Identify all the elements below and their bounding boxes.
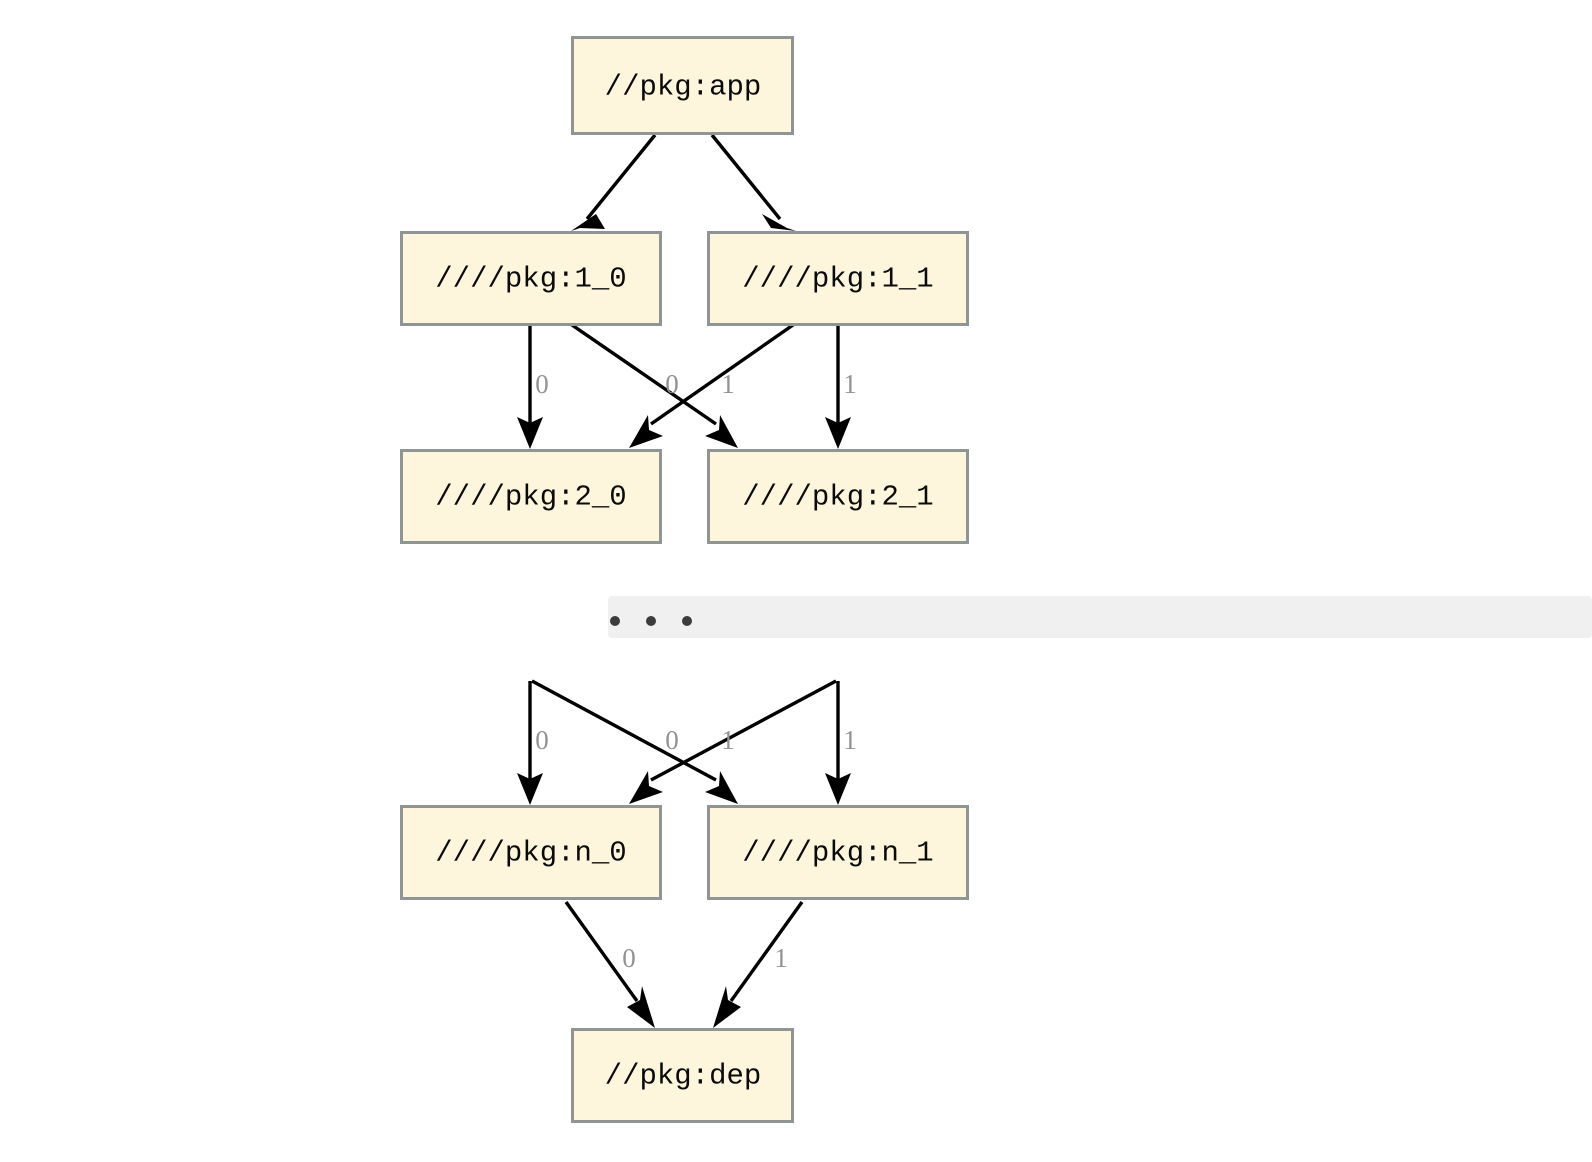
node-app[interactable]: //pkg:app [571, 36, 794, 135]
edge-1_1-to-2_0: 1 [629, 323, 794, 448]
edge-line [531, 679, 717, 782]
edge-line [564, 901, 639, 1002]
node-box[interactable] [707, 805, 969, 900]
node-box[interactable] [571, 1028, 794, 1123]
edge-label: 1 [774, 943, 788, 973]
node-box[interactable] [400, 449, 662, 544]
node-n_0[interactable]: ////pkg:n_0 [400, 805, 662, 900]
edge-label: 1 [721, 725, 735, 755]
edge-1_0-to-2_0: 0 [517, 325, 549, 449]
edge-label: 0 [535, 369, 549, 399]
edge-line [650, 679, 837, 782]
arrowhead-icon [517, 417, 543, 449]
arrowhead-icon [627, 986, 655, 1028]
edge-label: 0 [622, 943, 636, 973]
node-box[interactable] [571, 36, 794, 135]
node-2_0[interactable]: ////pkg:2_0 [400, 449, 662, 544]
edge-line [585, 133, 657, 221]
edge-label: 0 [535, 725, 549, 755]
edge-truncated-to-n_1: 1 [825, 681, 857, 805]
ellipsis-dot-icon [610, 616, 620, 626]
edge-label: 0 [665, 725, 679, 755]
ellipsis-band-bg [608, 596, 1592, 638]
edge-line [650, 323, 794, 426]
node-box[interactable] [400, 231, 662, 326]
edge-truncated-to-n_0: 0 [517, 681, 549, 805]
node-label: ////pkg:2_0 [435, 481, 626, 514]
edge-1_0-to-2_1: 0 [571, 323, 738, 448]
ellipsis-dot-icon [646, 616, 656, 626]
edge-label: 1 [721, 369, 735, 399]
ellipsis-dot-icon [682, 616, 692, 626]
edge-label: 1 [843, 725, 857, 755]
node-box[interactable] [400, 805, 662, 900]
node-label: ////pkg:2_1 [742, 481, 933, 514]
node-box[interactable] [707, 231, 969, 326]
node-label: ////pkg:n_0 [435, 837, 626, 870]
node-box[interactable] [707, 449, 969, 544]
arrowhead-icon [705, 771, 738, 804]
node-label: ////pkg:n_1 [742, 837, 933, 870]
edge-app-to-1_0 [571, 133, 657, 231]
edge-truncated-to-n_0-cross: 1 [629, 679, 837, 804]
edge-truncated-to-n_1-cross: 0 [531, 679, 738, 804]
edge-label: 1 [843, 369, 857, 399]
node-2_1[interactable]: ////pkg:2_1 [707, 449, 969, 544]
edge-app-to-1_1 [710, 133, 796, 231]
arrowhead-icon [629, 771, 663, 804]
arrowhead-icon [825, 417, 851, 449]
arrowhead-icon [713, 986, 741, 1028]
edge-line [729, 901, 804, 1002]
arrowhead-icon [517, 773, 543, 805]
node-1_0[interactable]: ////pkg:1_0 [400, 231, 662, 326]
edge-line [571, 323, 717, 426]
node-label: //pkg:app [605, 71, 762, 104]
arrowhead-icon [629, 415, 663, 448]
edge-1_1-to-2_1: 1 [825, 325, 857, 449]
edge-label: 0 [665, 369, 679, 399]
arrowhead-icon [705, 415, 738, 448]
node-dep[interactable]: //pkg:dep [571, 1028, 794, 1123]
arrowhead-icon [571, 214, 605, 231]
node-label: //pkg:dep [605, 1060, 762, 1093]
edge-n_1-to-dep: 1 [713, 901, 804, 1028]
node-label: ////pkg:1_0 [435, 263, 626, 296]
arrowhead-icon [825, 773, 851, 805]
edge-n_0-to-dep: 0 [564, 901, 655, 1028]
edge-line [710, 133, 782, 221]
node-n_1[interactable]: ////pkg:n_1 [707, 805, 969, 900]
arrowhead-icon [762, 214, 796, 231]
ellipsis-band [608, 596, 1592, 638]
node-label: ////pkg:1_1 [742, 263, 933, 296]
node-1_1[interactable]: ////pkg:1_1 [707, 231, 969, 326]
